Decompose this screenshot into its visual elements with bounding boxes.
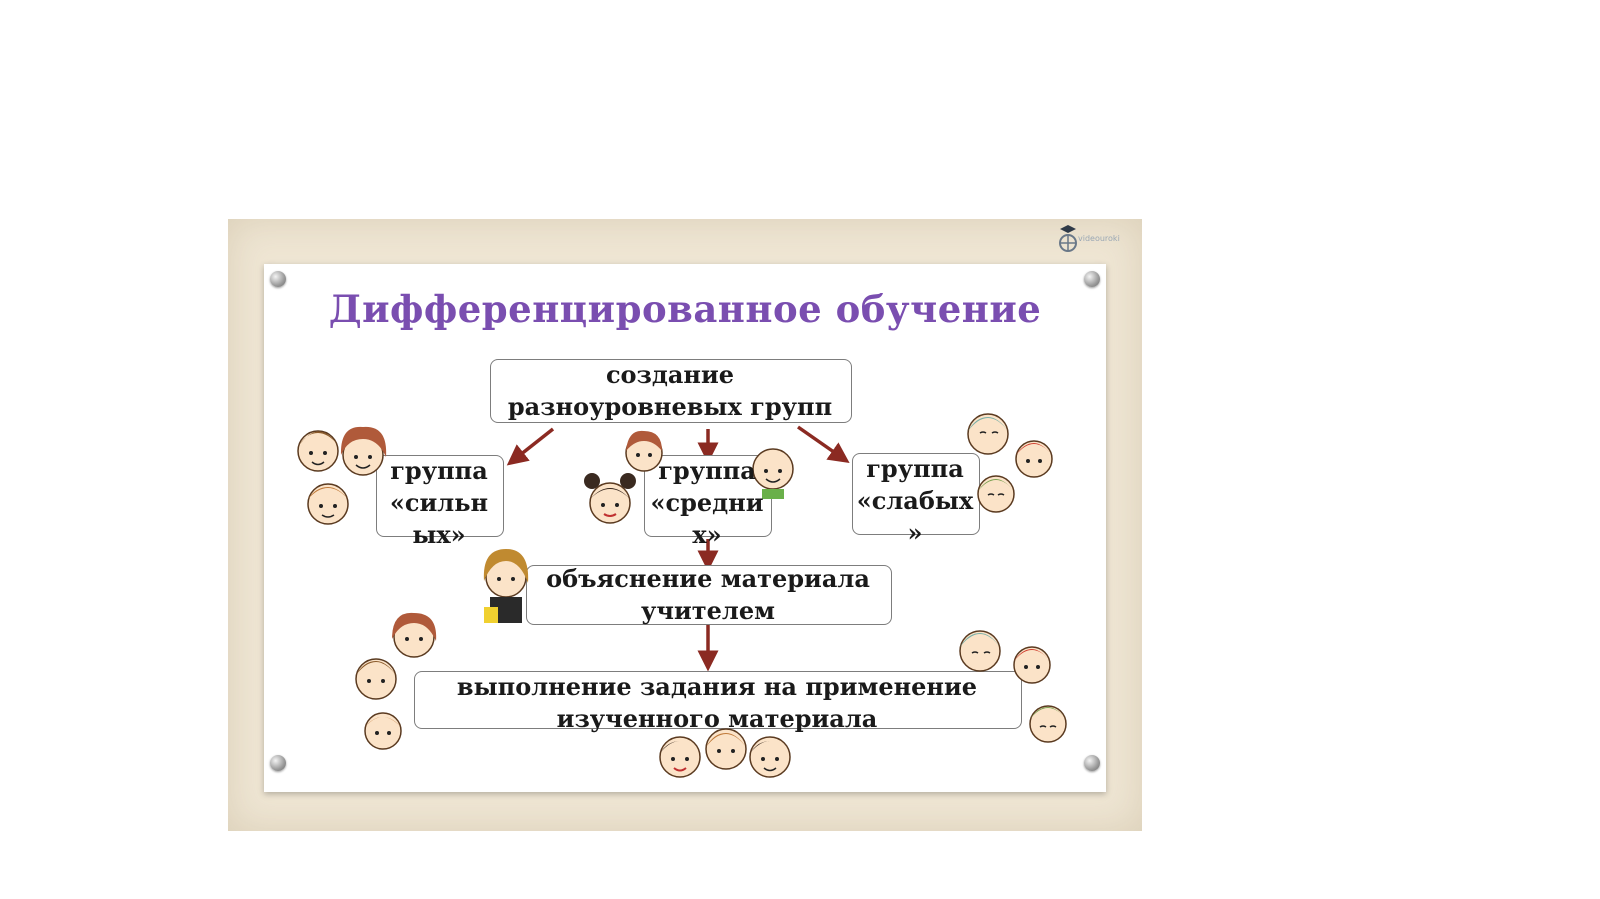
logo-owl-icon	[1059, 225, 1077, 252]
face-weak-3-icon	[977, 475, 1015, 513]
node-strong-group-text: группа «сильн ых»	[368, 455, 510, 551]
node-task-line2: изученного материала	[556, 704, 878, 733]
characters	[297, 413, 1067, 778]
pin-top-left-icon	[270, 271, 286, 287]
arrow-to-weak	[796, 425, 850, 464]
node-weak-group-line1: группа	[866, 454, 964, 483]
node-middle-group-line1: группа	[658, 456, 756, 485]
node-task	[414, 671, 1022, 729]
diagram-title: Дифференцированное обучение	[328, 287, 1042, 331]
face-weak-1-icon	[967, 413, 1009, 455]
node-weak-group-line3: »	[907, 518, 923, 547]
logo-text: videouroki	[1078, 234, 1120, 243]
face-bottom-3-icon	[749, 736, 791, 778]
face-weak-2-icon	[1015, 440, 1053, 478]
node-explain-text: объяснение материала учителем	[526, 563, 890, 627]
face-task-left-3-icon	[364, 712, 402, 750]
face-bottom-2-icon	[705, 728, 747, 770]
node-middle-group-line3: х»	[692, 520, 722, 549]
teacher-icon	[483, 549, 529, 623]
logo: videouroki	[1058, 221, 1140, 255]
node-task-text: выполнение задания на применение изученн…	[414, 671, 1020, 735]
node-create-groups-line1: создание	[605, 360, 735, 389]
flow-arrows	[506, 425, 850, 672]
node-strong-group-line2: «сильн	[389, 488, 489, 517]
node-middle-group-text: группа «средни х»	[632, 455, 782, 551]
face-task-right-3-icon	[1029, 705, 1067, 743]
node-explain-line2: учителем	[641, 596, 775, 625]
pin-bottom-left-icon	[270, 755, 286, 771]
face-middle-3-icon	[752, 448, 794, 499]
pin-top-right-icon	[1084, 271, 1100, 287]
node-explain	[526, 565, 892, 625]
node-create-groups	[490, 359, 852, 423]
node-weak-group-text: группа «слабых »	[840, 453, 990, 549]
node-create-groups-line2: разноуровневых групп	[507, 392, 833, 421]
face-bottom-1-icon	[659, 736, 701, 778]
face-strong-2-icon	[340, 426, 387, 476]
face-task-left-1-icon	[392, 612, 437, 658]
face-task-right-2-icon	[1013, 646, 1051, 684]
face-middle-2-icon	[584, 473, 636, 524]
node-weak-group-line2: «слабых	[856, 486, 974, 515]
node-weak-group	[852, 453, 980, 535]
node-strong-group-line3: ых»	[412, 520, 466, 549]
node-strong-group-line1: группа	[390, 456, 488, 485]
node-task-line1: выполнение задания на применение	[456, 672, 978, 701]
slide-frame: videouroki Дифференцированное обучение	[228, 219, 1142, 831]
node-middle-group	[644, 455, 772, 537]
face-task-right-1-icon	[959, 630, 1001, 672]
node-explain-line1: объяснение материала	[546, 564, 870, 593]
pin-bottom-right-icon	[1084, 755, 1100, 771]
node-create-groups-text: создание разноуровневых групп	[490, 359, 850, 423]
face-task-left-2-icon	[355, 658, 397, 700]
face-strong-3-icon	[307, 483, 349, 525]
face-middle-1-icon	[625, 430, 663, 472]
arrow-to-strong	[506, 427, 555, 466]
face-strong-1-icon	[297, 430, 339, 472]
node-middle-group-line2: «средни	[650, 488, 764, 517]
node-strong-group	[376, 455, 504, 537]
